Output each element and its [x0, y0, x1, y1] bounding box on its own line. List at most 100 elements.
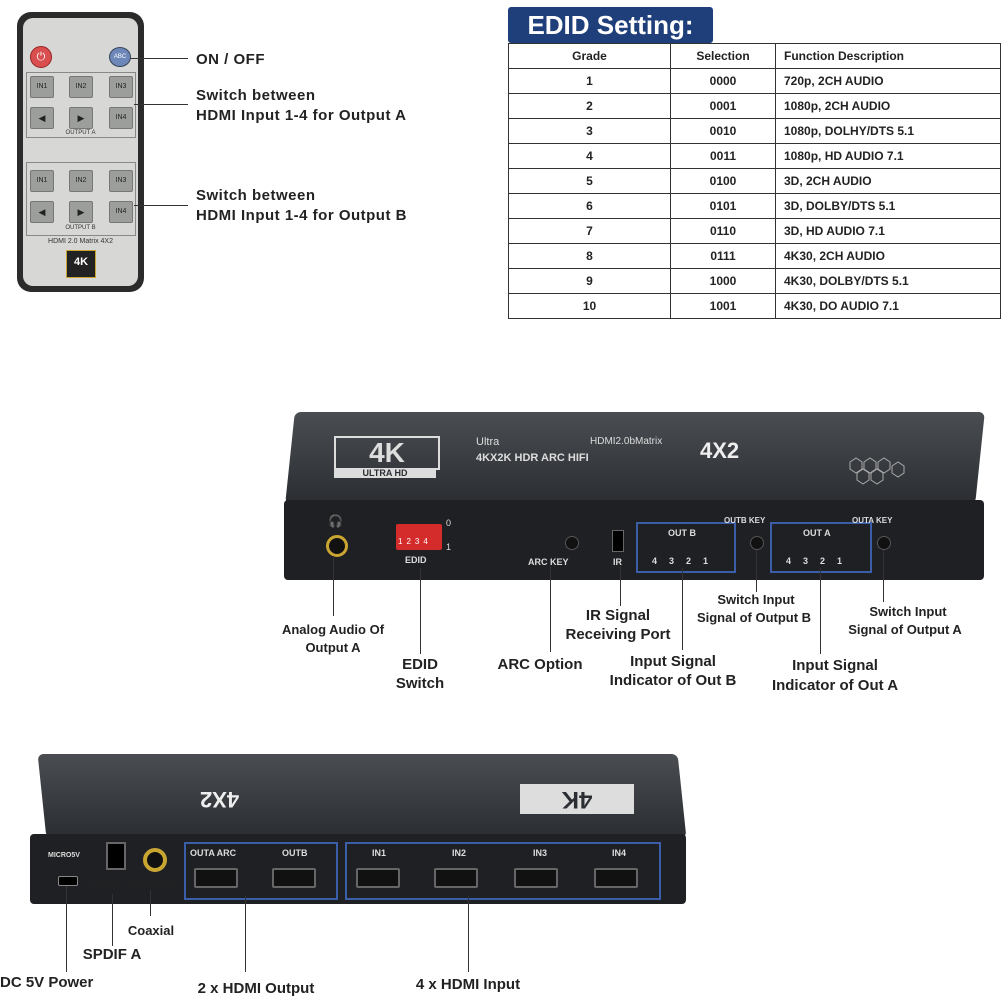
out-b-callout-2: HDMI Input 1-4 for Output B: [196, 207, 407, 224]
out-b-left-button[interactable]: ◀: [30, 201, 54, 223]
function-cell: 4K30, 2CH AUDIO: [775, 243, 1001, 269]
micro-usb-port[interactable]: [58, 876, 78, 886]
panel-arc-label: ARC KEY: [528, 557, 569, 567]
hdmi-in1-port[interactable]: [356, 868, 400, 888]
selection-cell: 0000: [670, 68, 776, 94]
leader-ir: [620, 566, 621, 606]
label-outputs: 2 x HDMI Output: [197, 980, 315, 997]
selection-cell: 1001: [670, 293, 776, 319]
leader-outputs: [245, 896, 246, 972]
leader-ind-a: [820, 568, 821, 654]
port-in4-label: IN4: [612, 848, 627, 858]
out-b-in1-button[interactable]: IN1: [30, 170, 54, 192]
label-sw-b-2: Signal of Output B: [696, 610, 812, 625]
model-text: 4X2: [700, 438, 740, 463]
function-cell: 1080p, DOLHY/DTS 5.1: [775, 118, 1001, 144]
dip-switch[interactable]: [396, 524, 442, 550]
panel-outb-label: OUT B: [668, 528, 696, 538]
function-cell: 3D, HD AUDIO 7.1: [775, 218, 1001, 244]
grade-cell: 7: [508, 218, 671, 244]
function-cell: 1080p, HD AUDIO 7.1: [775, 143, 1001, 169]
label-spdif: SPDIF A: [82, 946, 142, 963]
back-4k-logo: 4K: [520, 784, 634, 814]
grade-cell: 6: [508, 193, 671, 219]
panel-edid-label: EDID: [405, 555, 427, 565]
hdmi-in2-port[interactable]: [434, 868, 478, 888]
function-cell: 3D, DOLBY/DTS 5.1: [775, 193, 1001, 219]
leader-power: [66, 886, 67, 972]
spec-text: HDMI2.0bMatrix: [590, 436, 663, 447]
selection-cell: 0001: [670, 93, 776, 119]
power-callout: ON / OFF: [196, 51, 265, 68]
function-cell: 720p, 2CH AUDIO: [775, 68, 1001, 94]
label-inputs: 4 x HDMI Input: [415, 976, 521, 993]
honeycomb-icon: [849, 457, 905, 485]
headphone-jack[interactable]: [326, 535, 348, 557]
label-edid-1: EDID: [402, 656, 438, 673]
hdmi-out-a-port[interactable]: [194, 868, 238, 888]
ir-receiver: [612, 530, 624, 552]
callout-line-out-b: [134, 205, 188, 206]
selection-cell: 0011: [670, 143, 776, 169]
out-a-in1-button[interactable]: IN1: [30, 76, 54, 98]
outa-key-button[interactable]: [877, 536, 891, 550]
panel-outa-label: OUT A: [803, 528, 831, 538]
selection-cell: 0100: [670, 168, 776, 194]
arc-key-button[interactable]: [565, 536, 579, 550]
leader-sw-a: [883, 550, 884, 602]
leader-inputs: [468, 896, 469, 972]
selection-cell: 0110: [670, 218, 776, 244]
callout-line-power: [130, 58, 188, 59]
port-outa-arc-label: OUTA ARC: [190, 848, 237, 858]
grade-cell: 2: [508, 93, 671, 119]
hdmi-in3-port[interactable]: [514, 868, 558, 888]
callout-line-out-a: [134, 104, 188, 105]
remote-face: ⏻ ABC IN1 IN2 IN3 ◀ ▶ IN4 OUTPUT A IN1 I…: [23, 18, 138, 286]
out-b-in2-button[interactable]: IN2: [69, 170, 93, 192]
out-b-in3-button[interactable]: IN3: [109, 170, 133, 192]
4k-logo-icon: 4K: [66, 250, 96, 278]
spdif-port[interactable]: [106, 842, 126, 870]
grade-cell: 8: [508, 243, 671, 269]
header-function: Function Description: [775, 43, 1001, 69]
selection-cell: 0010: [670, 118, 776, 144]
outb-key-button[interactable]: [750, 536, 764, 550]
function-cell: 4K30, DOLBY/DTS 5.1: [775, 268, 1001, 294]
headphone-icon: 🎧: [328, 514, 343, 528]
out-b-indicator-box: [636, 522, 736, 573]
out-a-in3-button[interactable]: IN3: [109, 76, 133, 98]
hdmi-out-b-port[interactable]: [272, 868, 316, 888]
header-grade: Grade: [508, 43, 671, 69]
label-analog-2: Output A: [305, 640, 361, 655]
label-ind-b-1: Input Signal: [630, 653, 716, 670]
coaxial-port[interactable]: [143, 848, 167, 872]
out-b-right-button[interactable]: ▶: [69, 201, 93, 223]
leader-edid: [420, 568, 421, 654]
panel-outa-key-label: OUTA KEY: [852, 516, 893, 525]
function-cell: 4K30, DO AUDIO 7.1: [775, 293, 1001, 319]
out-a-right-button[interactable]: ▶: [69, 107, 93, 129]
label-sw-a-1: Switch Input: [869, 604, 947, 619]
hdmi-in4-port[interactable]: [594, 868, 638, 888]
outb-led-nums: 4321: [652, 556, 721, 566]
power-icon[interactable]: ⏻: [30, 46, 52, 68]
remote-model: HDMI 2.0 Matrix 4X2: [48, 238, 113, 245]
output-b-label: OUTPUT B: [65, 225, 96, 231]
out-a-left-button[interactable]: ◀: [30, 107, 54, 129]
out-b-in4-button[interactable]: IN4: [109, 201, 133, 223]
ultra-hd-text: ULTRA HD: [334, 468, 436, 478]
sub-button[interactable]: ABC: [109, 47, 131, 67]
selection-cell: 0101: [670, 193, 776, 219]
panel-outb-key-label: OUTB KEY: [724, 516, 766, 525]
out-a-in4-button[interactable]: IN4: [109, 107, 133, 129]
out-a-in2-button[interactable]: IN2: [69, 76, 93, 98]
label-ir-2: Receiving Port: [565, 626, 671, 643]
function-cell: 1080p, 2CH AUDIO: [775, 93, 1001, 119]
selection-cell: 1000: [670, 268, 776, 294]
label-coaxial: Coaxial: [127, 923, 175, 938]
